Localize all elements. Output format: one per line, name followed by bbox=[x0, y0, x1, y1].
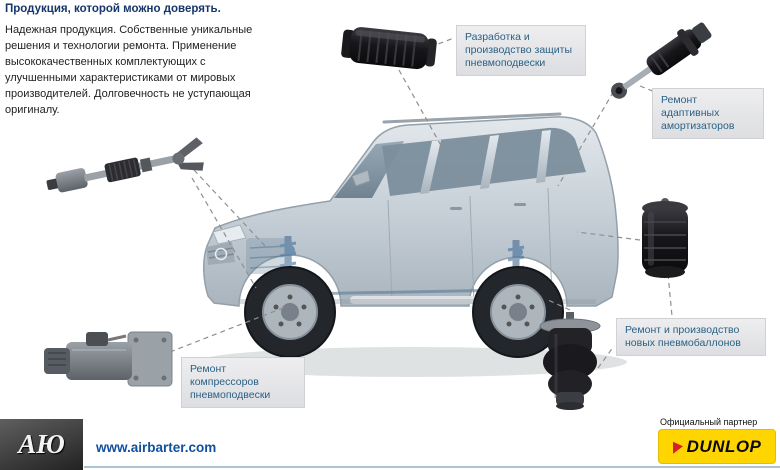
dunlop-logo: DUNLOP bbox=[658, 429, 776, 464]
rear-wheel bbox=[472, 266, 564, 358]
protection-sleeve-part bbox=[341, 27, 437, 70]
website-link[interactable]: www.airbarter.com bbox=[96, 440, 217, 455]
callout-dampers: Ремонт адаптивных амортизаторов bbox=[652, 88, 764, 139]
compressor-part bbox=[44, 331, 173, 387]
air-bellows-part bbox=[539, 312, 601, 410]
callout-airsprings: Ремонт и производство новых пневмобаллон… bbox=[616, 318, 766, 356]
steering-rack-part bbox=[46, 137, 204, 193]
dunlop-brand-text: DUNLOP bbox=[686, 436, 762, 456]
dunlop-arrow-icon bbox=[672, 439, 683, 454]
connector-lines bbox=[169, 37, 673, 369]
page-title: Продукция, которой можно доверять. bbox=[5, 3, 221, 15]
bottom-divider bbox=[84, 466, 780, 468]
front-wheel bbox=[244, 266, 336, 358]
callout-protection: Разработка и производство защиты пневмоп… bbox=[456, 25, 586, 76]
shock-absorber-part bbox=[611, 22, 712, 99]
company-logo-monogram: АЮ bbox=[18, 429, 65, 459]
air-spring-part bbox=[642, 198, 688, 278]
intro-paragraph: Надежная продукция. Собственные уникальн… bbox=[5, 24, 253, 116]
company-logo: АЮ bbox=[0, 419, 83, 470]
car-illustration bbox=[203, 112, 619, 358]
partner-label: Официальный партнер bbox=[660, 417, 758, 427]
callout-compressors: Ремонт компрессоров пневмоподвески bbox=[181, 357, 305, 408]
